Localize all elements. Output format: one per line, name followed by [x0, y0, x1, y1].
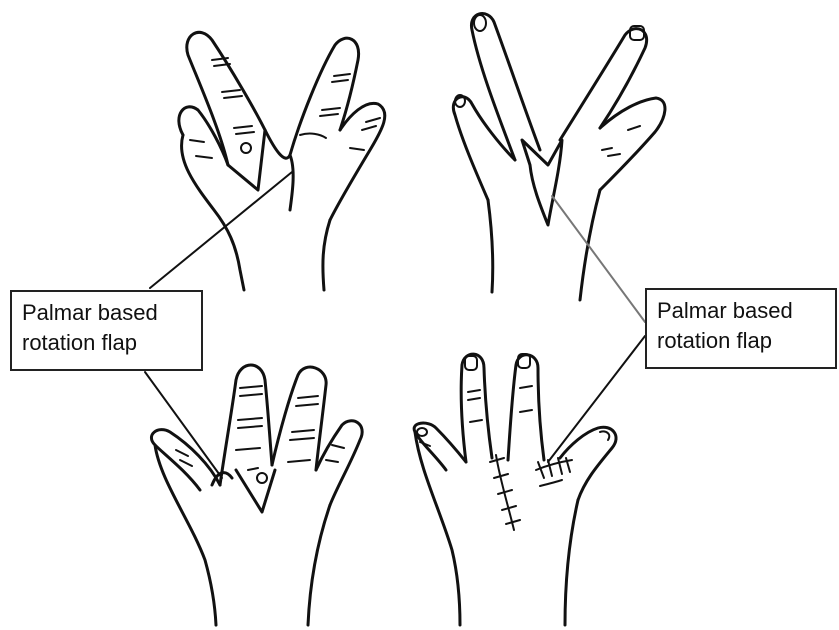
bottom-right-nail-little [417, 428, 427, 436]
callout-right-line1: Palmar based [657, 296, 827, 326]
top-right-palm-outline-right [580, 190, 600, 300]
bottom-left-middle-finger [272, 367, 326, 470]
callout-right-line2: rotation flap [657, 326, 827, 356]
top-right-nail-ring [474, 15, 486, 31]
callout-left-line2: rotation flap [22, 328, 193, 358]
bottom-right-middle-finger [508, 355, 544, 460]
callout-right: Palmar based rotation flap [645, 288, 837, 369]
top-left-web-defect [228, 130, 265, 190]
top-right-palm-outline-left [488, 200, 493, 292]
top-right-ring-finger [471, 14, 540, 160]
bottom-right-hand [414, 354, 616, 625]
bottom-right-sutures [490, 455, 572, 530]
leader-right-bottom [548, 336, 645, 462]
bottom-left-index-finger [316, 421, 362, 505]
bottom-right-palm-outline-right [565, 500, 578, 625]
top-right-flap [522, 140, 562, 225]
bottom-left-marker-circle [257, 473, 267, 483]
top-left-hand [179, 32, 385, 290]
bottom-right-nail-index [600, 431, 609, 440]
top-left-index-finger [330, 103, 385, 220]
top-left-palm-outline-right [323, 220, 330, 290]
bottom-left-hand [151, 365, 362, 625]
top-left-marker-circle [241, 143, 251, 153]
top-right-hand [453, 14, 665, 300]
leader-right-top [552, 196, 645, 322]
bottom-right-creases [420, 386, 532, 446]
callout-left-line1: Palmar based [22, 298, 193, 328]
callout-left: Palmar based rotation flap [10, 290, 203, 371]
top-left-flap-line [265, 130, 293, 210]
bottom-left-palm-outline-right [308, 505, 330, 625]
bottom-left-web-v [236, 470, 275, 512]
top-right-creases [602, 126, 640, 156]
bottom-right-ring-finger [461, 354, 492, 462]
top-right-little-finger [453, 97, 515, 200]
leader-left-top [150, 172, 292, 288]
bottom-left-ring-finger [220, 365, 272, 485]
